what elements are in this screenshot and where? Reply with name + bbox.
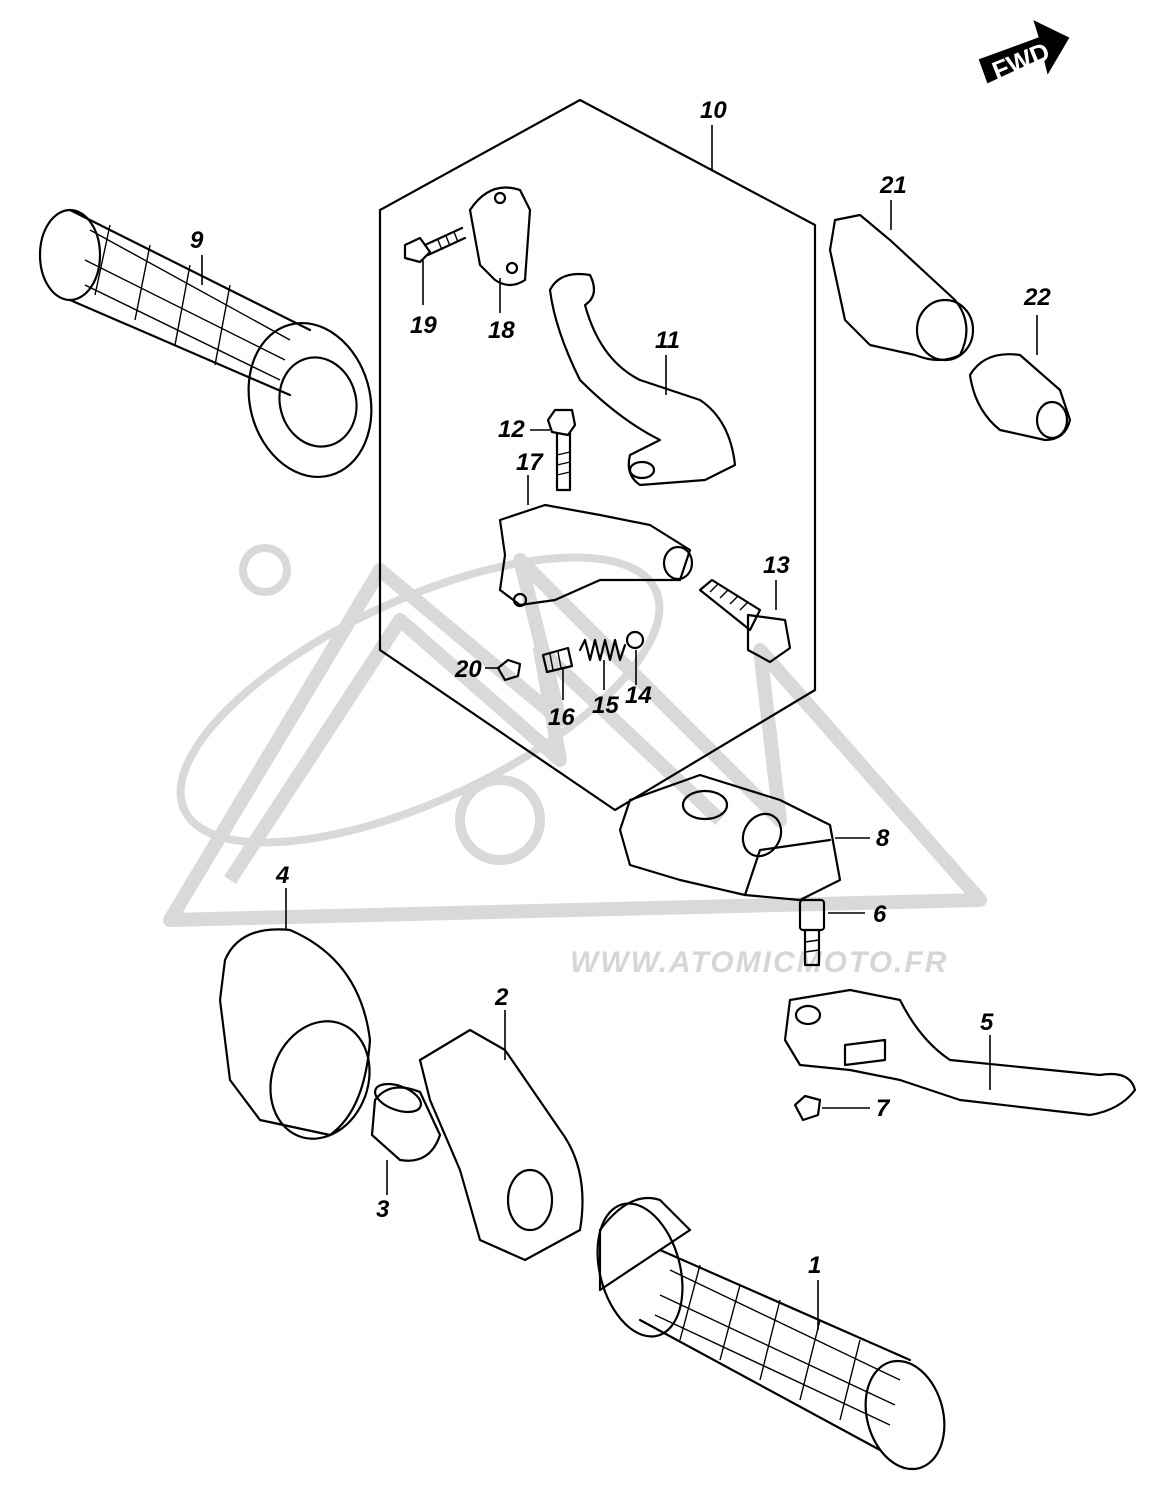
cover-21: [828, 213, 975, 362]
leader-lines: [201, 125, 1038, 1330]
callout-20: 20: [454, 656, 482, 683]
ball-14: [625, 630, 645, 650]
perch-17: [498, 503, 694, 608]
callout-17: 17: [516, 449, 544, 476]
cable-guide-2: [418, 1028, 584, 1262]
left-grip: [38, 208, 373, 479]
forward-arrow-icon: [978, 20, 1070, 84]
clamp-18: [468, 186, 532, 287]
callout-2: 2: [494, 984, 509, 1011]
callout-15: 15: [592, 692, 619, 719]
bolt-12: [546, 408, 577, 492]
watermark-url: WWW.ATOMICMOTO.FR: [570, 946, 948, 979]
watermark-logo: [163, 544, 987, 927]
callout-12: 12: [498, 416, 525, 443]
adjuster-13: [698, 578, 792, 664]
nut-7: [793, 1094, 822, 1122]
callout-18: 18: [488, 317, 515, 344]
adjuster-22: [968, 353, 1072, 442]
callout-11: 11: [655, 327, 680, 354]
sleeve-3: [370, 1082, 442, 1162]
spring-15: [578, 638, 627, 662]
assembly-frame: [378, 98, 817, 812]
callout-21: 21: [879, 172, 907, 199]
callout-5: 5: [980, 1009, 994, 1036]
callout-6: 6: [873, 901, 887, 928]
callout-14: 14: [625, 682, 652, 709]
callout-13: 13: [763, 552, 790, 579]
right-grip: [596, 1196, 946, 1471]
callout-16: 16: [548, 704, 575, 731]
callout-7: 7: [876, 1095, 891, 1122]
bolt-19: [403, 226, 467, 264]
boot-8: [618, 773, 842, 902]
nut-20: [496, 658, 522, 682]
lever-11: [548, 272, 737, 487]
callout-10: 10: [700, 97, 727, 124]
callout-4: 4: [275, 862, 289, 889]
callout-8: 8: [876, 825, 890, 852]
callout-19: 19: [410, 312, 437, 339]
callout-1: 1: [808, 1252, 821, 1279]
callout-9: 9: [190, 227, 204, 254]
fwd-label: FWD: [988, 36, 1054, 86]
callout-3: 3: [376, 1196, 390, 1223]
callout-22: 22: [1023, 284, 1051, 311]
sleeve-16: [541, 646, 574, 674]
lever-5: [783, 988, 1137, 1117]
bolt-6: [798, 898, 826, 967]
housing-4: [218, 928, 372, 1140]
